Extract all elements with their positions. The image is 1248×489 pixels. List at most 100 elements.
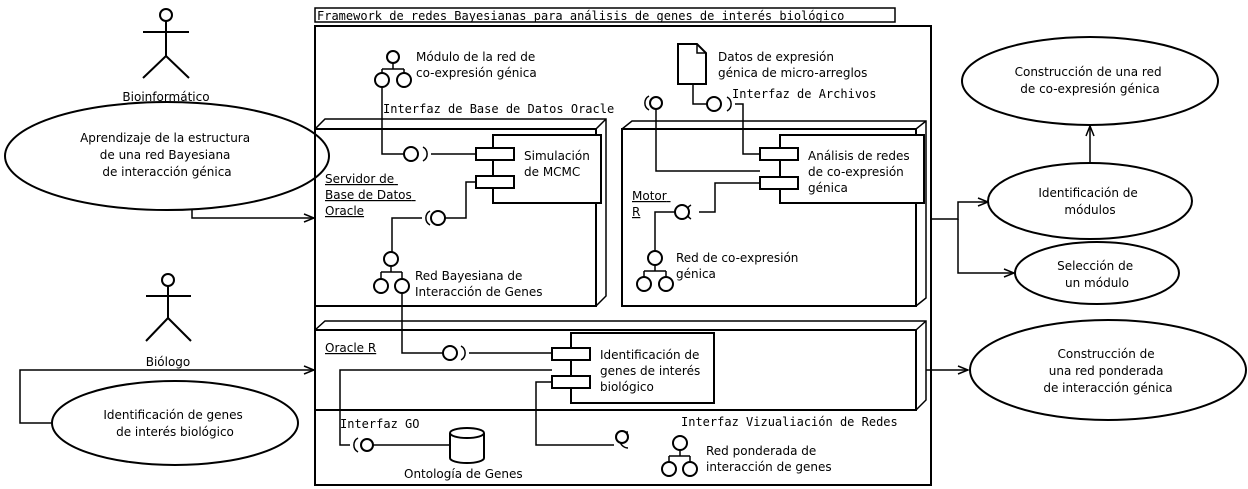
node-label: Oracle [325,204,364,218]
svg-text:Identificación de genes: Identificación de genes de interés bioló… [103,408,246,439]
svg-text:Red ponderada de interac: Red ponderada de interacción de genes [706,444,832,474]
svg-text:Construcción de una red: Construcción de una red ponderada de int… [1043,347,1172,395]
artifact-label: Datos de expresión [718,50,834,64]
connectors-oracle-r [339,293,629,453]
svg-text:Aprendizaje de la estructura: Aprendizaje de la estructura de una red … [80,131,254,179]
use-case-line: Aprendizaje de la estructura [80,131,250,145]
component-identificacion-genes: Identificación de genes de interés bioló… [551,332,715,404]
interface-label-go: Interfaz GO [340,417,419,431]
socket-icon [644,95,650,111]
svg-text:Construcción de una red: Construcción de una red de co-expresión … [1015,65,1166,96]
lollipop-icon [649,96,663,110]
node-label: Motor [632,189,667,203]
use-case-line: módulos [1064,203,1115,217]
svg-text:Módulo de la red de co-e: Módulo de la red de co-expresión génica [416,50,539,80]
lollipop-icon [615,430,629,444]
socket-icon [460,345,466,361]
artifact-red-bayesiana: Red Bayesiana de Interacción de Genes [373,251,543,299]
flow-arrows [19,126,1090,424]
node-label: R [632,205,640,219]
component-label: Análisis de redes [808,149,910,163]
node-oracle-r: Oracle R [314,320,927,411]
use-case-line: una red ponderada [1049,364,1164,378]
lollipop-icon [430,210,446,226]
use-case-aprendizaje: Aprendizaje de la estructura de una red … [4,101,330,211]
artifact-label: interacción de genes [706,460,832,474]
use-case-identificacion-genes: Identificación de genes de interés bioló… [51,380,299,466]
component-label: de co-expresión [808,165,904,179]
artifact-label: Red ponderada de [706,444,816,458]
artifact-label: génica de micro-arreglos [718,66,867,80]
database-cylinder-icon [449,427,485,464]
artifact-label: Red Bayesiana de [415,269,522,283]
use-case-seleccion-modulo: Selección de un módulo [1014,241,1180,305]
lollipop-group-icon [374,50,412,88]
interface-label-bd-oracle: Interfaz de Base de Datos Oracle [383,102,614,116]
svg-text:Identificación de genes: Identificación de genes de interés bioló… [600,348,704,394]
use-case-line: Identificación de genes [103,408,242,422]
use-case-line: de co-expresión génica [1020,82,1160,96]
component-label: Identificación de [600,348,699,362]
svg-text:Red Bayesiana de Interac: Red Bayesiana de Interacción de Genes [415,269,543,299]
document-icon [677,43,707,85]
connectors-servidor [381,87,476,252]
connectors-motor-r [644,84,760,251]
lollipop-icon [403,146,419,162]
actor-bioinformatico: Bioinformático [122,8,210,104]
use-case-line: de interacción génica [1043,381,1172,395]
socket-icon [353,437,359,453]
use-case-identificacion-modulos: Identificación de módulos [987,162,1193,240]
use-case-line: de una red Bayesiana [100,148,231,162]
component-label: Simulación [524,149,590,163]
node-label: Oracle R [325,341,376,355]
artifact-label: Ontología de Genes [404,467,523,481]
artifact-label: génica [676,267,716,281]
svg-text:Análisis de redes de co-: Análisis de redes de co-expresión génica [808,149,913,195]
actor-biologo: Biólogo [145,273,192,369]
use-case-construccion-ponderada: Construcción de una red ponderada de int… [969,319,1247,421]
node-servidor-oracle: Servidor de Base de Datos Oracle [314,118,607,307]
svg-text:Motor R: Motor R [632,189,671,219]
interface-label-archivos: Interfaz de Archivos [732,87,877,101]
component-label: genes de interés [600,364,700,378]
component-analisis-redes: Análisis de redes de co-expresión génica [759,134,925,204]
lollipop-icon [674,204,690,220]
node-label: Base de Datos [325,188,412,202]
lollipop-group-icon [636,250,674,292]
use-case-line: Construcción de [1058,347,1155,361]
svg-text:Identificación de módulo: Identificación de módulos [1038,186,1141,217]
socket-icon [422,146,428,162]
framework-title: Framework de redes Bayesianas para análi… [317,9,844,23]
component-simulacion-mcmc: Simulación de MCMC [475,134,602,204]
artifact-label: Módulo de la red de [416,50,535,64]
actor-stick-figure-icon [145,273,192,342]
component-label: génica [808,181,848,195]
artifact-datos-expresion: Datos de expresión génica de micro-arreg… [677,43,867,85]
component-label: biológico [600,380,654,394]
lollipop-group-icon [373,251,410,294]
svg-text:Servidor de Base de Dato: Servidor de Base de Datos Oracle [325,172,416,218]
interface-label-visualizacion: Interfaz Vizualiación de Redes [681,415,898,429]
component-label: de MCMC [524,165,580,179]
svg-text:Simulación de MCMC: Simulación de MCMC [524,149,594,179]
lollipop-icon [442,345,458,361]
actor-stick-figure-icon [142,8,190,79]
actor-label: Bioinformático [122,90,209,104]
actor-label: Biólogo [146,355,191,369]
lollipop-icon [706,96,722,112]
lollipop-group-icon [661,435,698,477]
use-case-line: Selección de [1057,259,1133,273]
artifact-label: Interacción de Genes [415,285,543,299]
use-case-line: un módulo [1065,276,1129,290]
artifact-label: co-expresión génica [416,66,537,80]
svg-text:Selección de un módulo: Selección de un módulo [1057,259,1137,290]
use-case-line: Identificación de [1038,186,1137,200]
use-case-line: de interacción génica [102,165,231,179]
use-case-line: de interés biológico [116,425,234,439]
node-motor-r: Motor R [621,120,927,307]
artifact-red-coexpresion: Red de co-expresión génica [636,250,798,292]
use-case-line: Construcción de una red [1015,65,1162,79]
artifact-modulo-red: Módulo de la red de co-expresión génica [374,50,539,88]
node-label: Servidor de [325,172,394,186]
